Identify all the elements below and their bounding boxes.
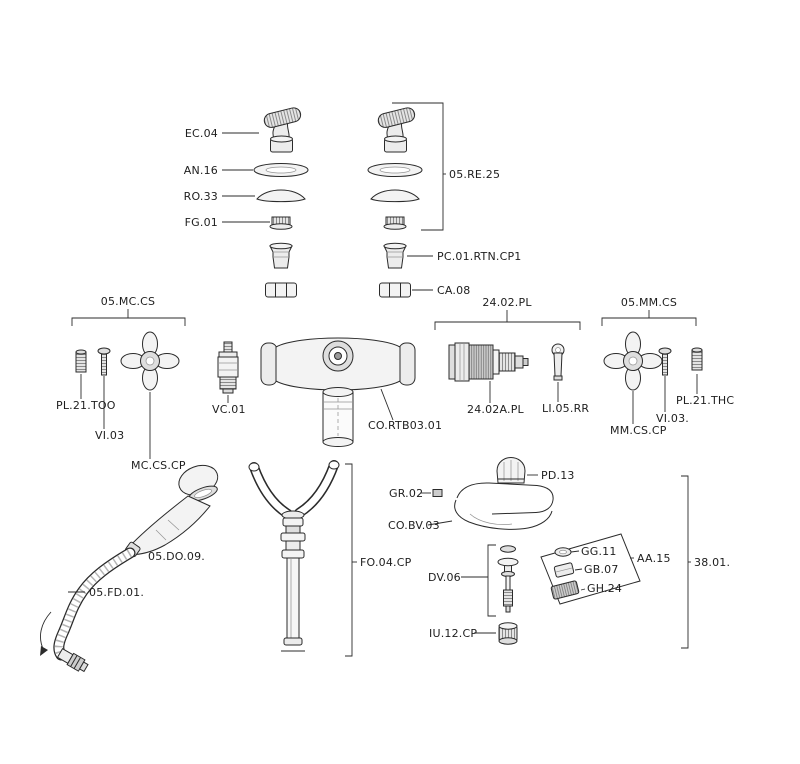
cross-handle-left (120, 331, 180, 391)
bracket-3801 (681, 475, 689, 649)
bracket-mmcs (601, 317, 697, 326)
leader-gg11 (570, 550, 580, 553)
bracket-fo04 (345, 463, 353, 657)
label-li05: LI.05.RR (542, 402, 589, 415)
label-do09: 05.DO.09. (148, 550, 205, 563)
clip-li05rr (551, 343, 565, 381)
knurled-nut-gh24 (550, 580, 580, 600)
leader-gh24 (580, 588, 586, 591)
label-iu12: IU.12.CP (429, 627, 477, 640)
screw-left (97, 347, 111, 376)
label-dv06: DV.06 (428, 571, 461, 584)
handle-stack-right (367, 105, 423, 298)
handle-stack-left (253, 105, 309, 298)
spout-body (454, 482, 554, 530)
shower-hose (53, 547, 136, 673)
faucet-body (260, 337, 416, 447)
gasket-gr02 (432, 489, 443, 497)
label-an16: AN.16 (184, 164, 218, 177)
bracket-re25 (392, 102, 444, 231)
label-ec04: EC.04 (185, 127, 218, 140)
label-mccs: 05.MC.CS (101, 295, 155, 308)
label-cortb: CO.RTB03.01 (368, 419, 442, 432)
label-cobv: CO.BV.03 (388, 519, 440, 532)
label-3801: 38.01. (694, 556, 730, 569)
label-aa15: AA.15 (637, 552, 671, 565)
bracket-dv06 (487, 544, 496, 617)
label-vi03-left: VI.03 (95, 429, 124, 442)
label-pl21too: PL.21.TOO (56, 399, 116, 412)
cradle-fork (248, 460, 340, 652)
label-gg11: GG.11 (581, 545, 617, 558)
label-mccscp: MC.CS.CP (131, 459, 186, 472)
label-mmcscp: MM.CS.CP (610, 424, 667, 437)
leader-gb07 (574, 568, 583, 571)
grub-screw-left (75, 349, 87, 373)
diverter-knob (496, 456, 526, 484)
label-pl21thc: PL.21.THC (676, 394, 734, 407)
leader-cortb (380, 388, 394, 421)
label-fg01: FG.01 (185, 216, 218, 229)
bracket-2402pl (434, 321, 581, 330)
thermostatic-cartridge (448, 342, 529, 382)
direction-arrow (40, 611, 52, 656)
label-vi03-right: VI.03. (656, 412, 689, 425)
label-gr02: GR.02 (389, 487, 423, 500)
grub-screw-right (691, 347, 703, 371)
label-ca08: CA.08 (437, 284, 471, 297)
label-gh24: GH.24 (587, 582, 622, 595)
diverter-assembly (497, 545, 519, 613)
label-pd13: PD.13 (541, 469, 575, 482)
label-fd01: 05.FD.01. (89, 586, 144, 599)
cross-handle-right (603, 331, 663, 391)
label-vc01: VC.01 (212, 403, 246, 416)
label-mmcs: 05.MM.CS (621, 296, 677, 309)
small-parts-group (540, 533, 641, 605)
label-pc01: PC.01.RTN.CP1 (437, 250, 522, 263)
label-2402pl: 24.02.PL (482, 296, 532, 309)
aerator-iu12cp (498, 622, 518, 645)
hand-shower (124, 464, 219, 558)
label-2402apl: 24.02A.PL (467, 403, 525, 416)
label-re25: 05.RE.25 (449, 168, 500, 181)
cartridge-vc01 (217, 341, 239, 394)
sleeve-gb07 (553, 562, 575, 578)
label-ro33: RO.33 (184, 190, 218, 203)
label-fo04: FO.04.CP (360, 556, 412, 569)
leader-cobv (427, 520, 453, 526)
bracket-mccs (71, 317, 186, 326)
label-gb07: GB.07 (584, 563, 619, 576)
